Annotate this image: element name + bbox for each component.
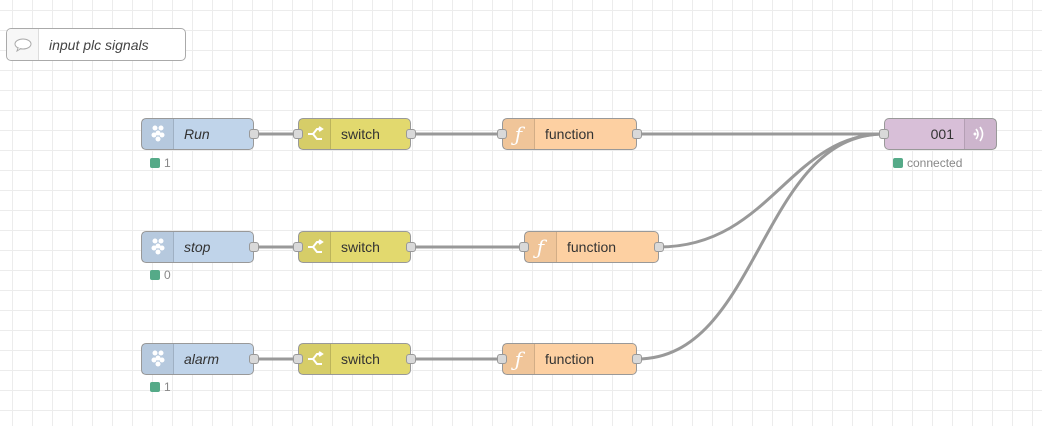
output-port[interactable] <box>249 129 259 139</box>
output-port[interactable] <box>654 242 664 252</box>
node-label: function <box>545 351 595 367</box>
output-port[interactable] <box>406 129 416 139</box>
function-node-2[interactable]: ƒ function <box>519 231 664 263</box>
node-label: switch <box>341 351 380 367</box>
input-port[interactable] <box>293 129 303 139</box>
input-port[interactable] <box>519 242 529 252</box>
switch-icon <box>299 344 331 374</box>
node-label: stop <box>184 239 211 255</box>
function-node-3[interactable]: ƒ function <box>497 343 642 375</box>
status-dot <box>150 158 160 168</box>
rpi-input-node-alarm[interactable]: alarm <box>141 343 259 375</box>
switch-node-2[interactable]: switch <box>293 231 416 263</box>
output-port[interactable] <box>406 242 416 252</box>
status-mqtt: connected <box>893 156 962 170</box>
rpi-input-node-stop[interactable]: stop <box>141 231 259 263</box>
output-port[interactable] <box>632 129 642 139</box>
status-run: 1 <box>150 156 171 170</box>
node-label: function <box>545 126 595 142</box>
input-port[interactable] <box>293 242 303 252</box>
comment-node[interactable]: input plc signals <box>6 28 186 61</box>
status-dot <box>150 382 160 392</box>
status-text: 1 <box>164 156 171 170</box>
mqtt-out-icon <box>964 119 996 149</box>
output-port[interactable] <box>249 242 259 252</box>
status-text: 1 <box>164 380 171 394</box>
function-icon: ƒ <box>525 232 557 262</box>
status-text: connected <box>907 156 963 170</box>
wire-function2-to-mqtt[interactable] <box>658 132 885 249</box>
rpi-input-node-run[interactable]: Run <box>141 118 259 150</box>
input-port[interactable] <box>879 129 889 139</box>
input-port[interactable] <box>497 129 507 139</box>
input-port[interactable] <box>293 354 303 364</box>
function-node-1[interactable]: ƒ function <box>497 118 642 150</box>
node-label: 001 <box>930 126 954 142</box>
node-label: switch <box>341 239 380 255</box>
node-label: alarm <box>184 351 220 367</box>
mqtt-out-node[interactable]: 001 <box>879 118 997 150</box>
switch-node-3[interactable]: switch <box>293 343 416 375</box>
switch-icon <box>299 119 331 149</box>
node-label: Run <box>184 126 210 142</box>
status-dot <box>150 270 160 280</box>
status-alarm: 1 <box>150 380 171 394</box>
status-dot <box>893 158 903 168</box>
output-port[interactable] <box>406 354 416 364</box>
function-icon: ƒ <box>503 344 535 374</box>
status-text: 0 <box>164 268 171 282</box>
node-label: switch <box>341 126 380 142</box>
node-label: function <box>567 239 617 255</box>
comment-label: input plc signals <box>49 36 149 53</box>
input-port[interactable] <box>497 354 507 364</box>
function-icon: ƒ <box>503 119 535 149</box>
status-stop: 0 <box>150 268 171 282</box>
output-port[interactable] <box>249 354 259 364</box>
raspberry-pi-icon <box>142 119 174 149</box>
comment-icon <box>7 29 39 60</box>
output-port[interactable] <box>632 354 642 364</box>
switch-icon <box>299 232 331 262</box>
switch-node-1[interactable]: switch <box>293 118 416 150</box>
raspberry-pi-icon <box>142 344 174 374</box>
raspberry-pi-icon <box>142 232 174 262</box>
wire-function3-to-mqtt[interactable] <box>636 132 885 361</box>
